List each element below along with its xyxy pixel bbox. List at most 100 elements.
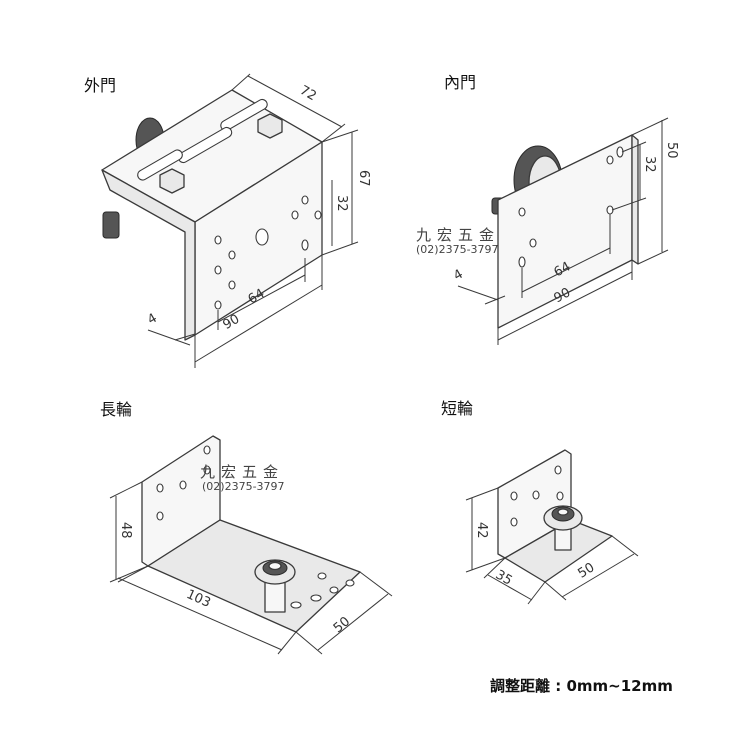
dim-line <box>317 593 389 651</box>
short-wheel-label: 短輪 <box>441 399 473 418</box>
outer-hole <box>301 239 309 251</box>
long-hole <box>156 483 164 493</box>
dim-line <box>247 75 343 128</box>
inner-dim-64: 64 <box>552 259 574 280</box>
long-hole <box>310 594 322 602</box>
short-dim-42: 42 <box>474 522 489 539</box>
short-roller-axle <box>554 527 572 551</box>
long-dim-50: 50 <box>331 614 353 636</box>
dim-line <box>631 117 669 136</box>
dim-line <box>277 631 297 655</box>
dim-line <box>561 553 635 598</box>
long-roller-axle <box>264 579 286 613</box>
inner-hole <box>606 155 614 165</box>
short-wheel-bracket: 短輪 42 35 50 <box>441 399 639 605</box>
watermark-name: 九宏五金 <box>416 226 500 244</box>
dim-line <box>359 571 393 597</box>
dim-line <box>621 141 647 153</box>
long-hole <box>156 511 164 521</box>
dim-line <box>231 73 251 91</box>
short-hole <box>510 491 518 501</box>
short-dim-50: 50 <box>575 560 597 581</box>
long-hole <box>329 586 339 594</box>
dim-line <box>117 565 149 583</box>
short-hole <box>554 465 562 475</box>
dim-line <box>484 295 506 305</box>
outer-hole <box>291 210 299 220</box>
long-hole <box>179 480 187 490</box>
watermark-phone: (02)2375-3797 <box>416 243 499 256</box>
outer-dim-32: 32 <box>334 195 349 212</box>
dim-line <box>521 247 611 293</box>
inner-dim-90: 90 <box>552 285 574 306</box>
inner-dim-50: 50 <box>664 142 679 159</box>
inner-hole <box>518 207 526 217</box>
inner-plate-edge <box>631 134 639 265</box>
long-hole <box>317 572 327 580</box>
dim-line <box>611 535 639 557</box>
long-wheel-bracket: 長輪 48 103 50 <box>100 400 393 655</box>
outer-flange <box>101 169 196 341</box>
inner-door-plate: 內門 50 32 64 90 <box>444 73 679 345</box>
short-hole <box>532 490 540 500</box>
dim-line <box>487 574 533 601</box>
dim-line <box>295 631 323 655</box>
watermark-phone: (02)2375-3797 <box>202 480 285 493</box>
inner-dim-4: 4 <box>451 267 466 284</box>
dim-line <box>117 577 283 651</box>
short-hole <box>556 491 564 501</box>
dim-line <box>544 581 567 601</box>
outer-dim-64: 64 <box>246 286 268 307</box>
long-hole <box>203 465 211 475</box>
watermark-name: 九宏五金 <box>200 463 284 481</box>
long-wheel-label: 長輪 <box>100 400 132 419</box>
outer-hole-big <box>255 228 269 246</box>
outer-hole <box>228 250 236 260</box>
outer-slot-1 <box>220 98 268 132</box>
dim-line <box>321 241 359 256</box>
outer-hole <box>314 210 322 220</box>
outer-hole <box>301 195 309 205</box>
outer-door-bracket: 外門 72 67 <box>84 73 371 368</box>
dim-line <box>483 557 506 579</box>
dim-line <box>147 329 191 346</box>
long-hole <box>203 445 211 455</box>
outer-hook <box>102 211 120 239</box>
short-hole <box>510 517 518 527</box>
outer-dim-90: 90 <box>220 312 242 333</box>
outer-hole <box>214 300 222 310</box>
short-roller-hub <box>557 508 569 516</box>
long-hole <box>290 601 302 609</box>
outer-nut-2 <box>159 168 185 194</box>
outer-door-label: 外門 <box>84 76 116 95</box>
dim-line <box>174 333 196 341</box>
dim-line <box>465 487 499 501</box>
outer-nut-1 <box>257 113 283 139</box>
dim-line <box>457 285 499 301</box>
dim-line <box>321 129 359 143</box>
outer-hole <box>214 235 222 245</box>
outer-hole <box>214 265 222 275</box>
dim-line <box>109 481 143 499</box>
inner-door-label: 內門 <box>444 73 476 92</box>
dim-line <box>637 249 669 265</box>
outer-hole <box>228 280 236 290</box>
inner-hole <box>529 238 537 248</box>
long-dim-48: 48 <box>118 522 133 539</box>
outer-dim-4: 4 <box>145 311 160 328</box>
long-roller-hub <box>268 561 282 571</box>
short-dim-35: 35 <box>493 567 515 588</box>
outer-dim-67: 67 <box>356 170 371 187</box>
adjustment-note: 調整距離 : 0mm~12mm <box>490 677 673 695</box>
outer-slot-3 <box>137 149 183 181</box>
dim-line <box>497 271 633 341</box>
watermark-1: 九宏五金 (02)2375-3797 <box>416 226 500 256</box>
long-hole <box>345 579 355 587</box>
watermark-2: 九宏五金 (02)2375-3797 <box>200 463 285 493</box>
dim-line <box>527 581 546 605</box>
dim-line <box>194 284 323 363</box>
dim-line <box>217 274 306 323</box>
inner-dim-32: 32 <box>642 156 657 173</box>
